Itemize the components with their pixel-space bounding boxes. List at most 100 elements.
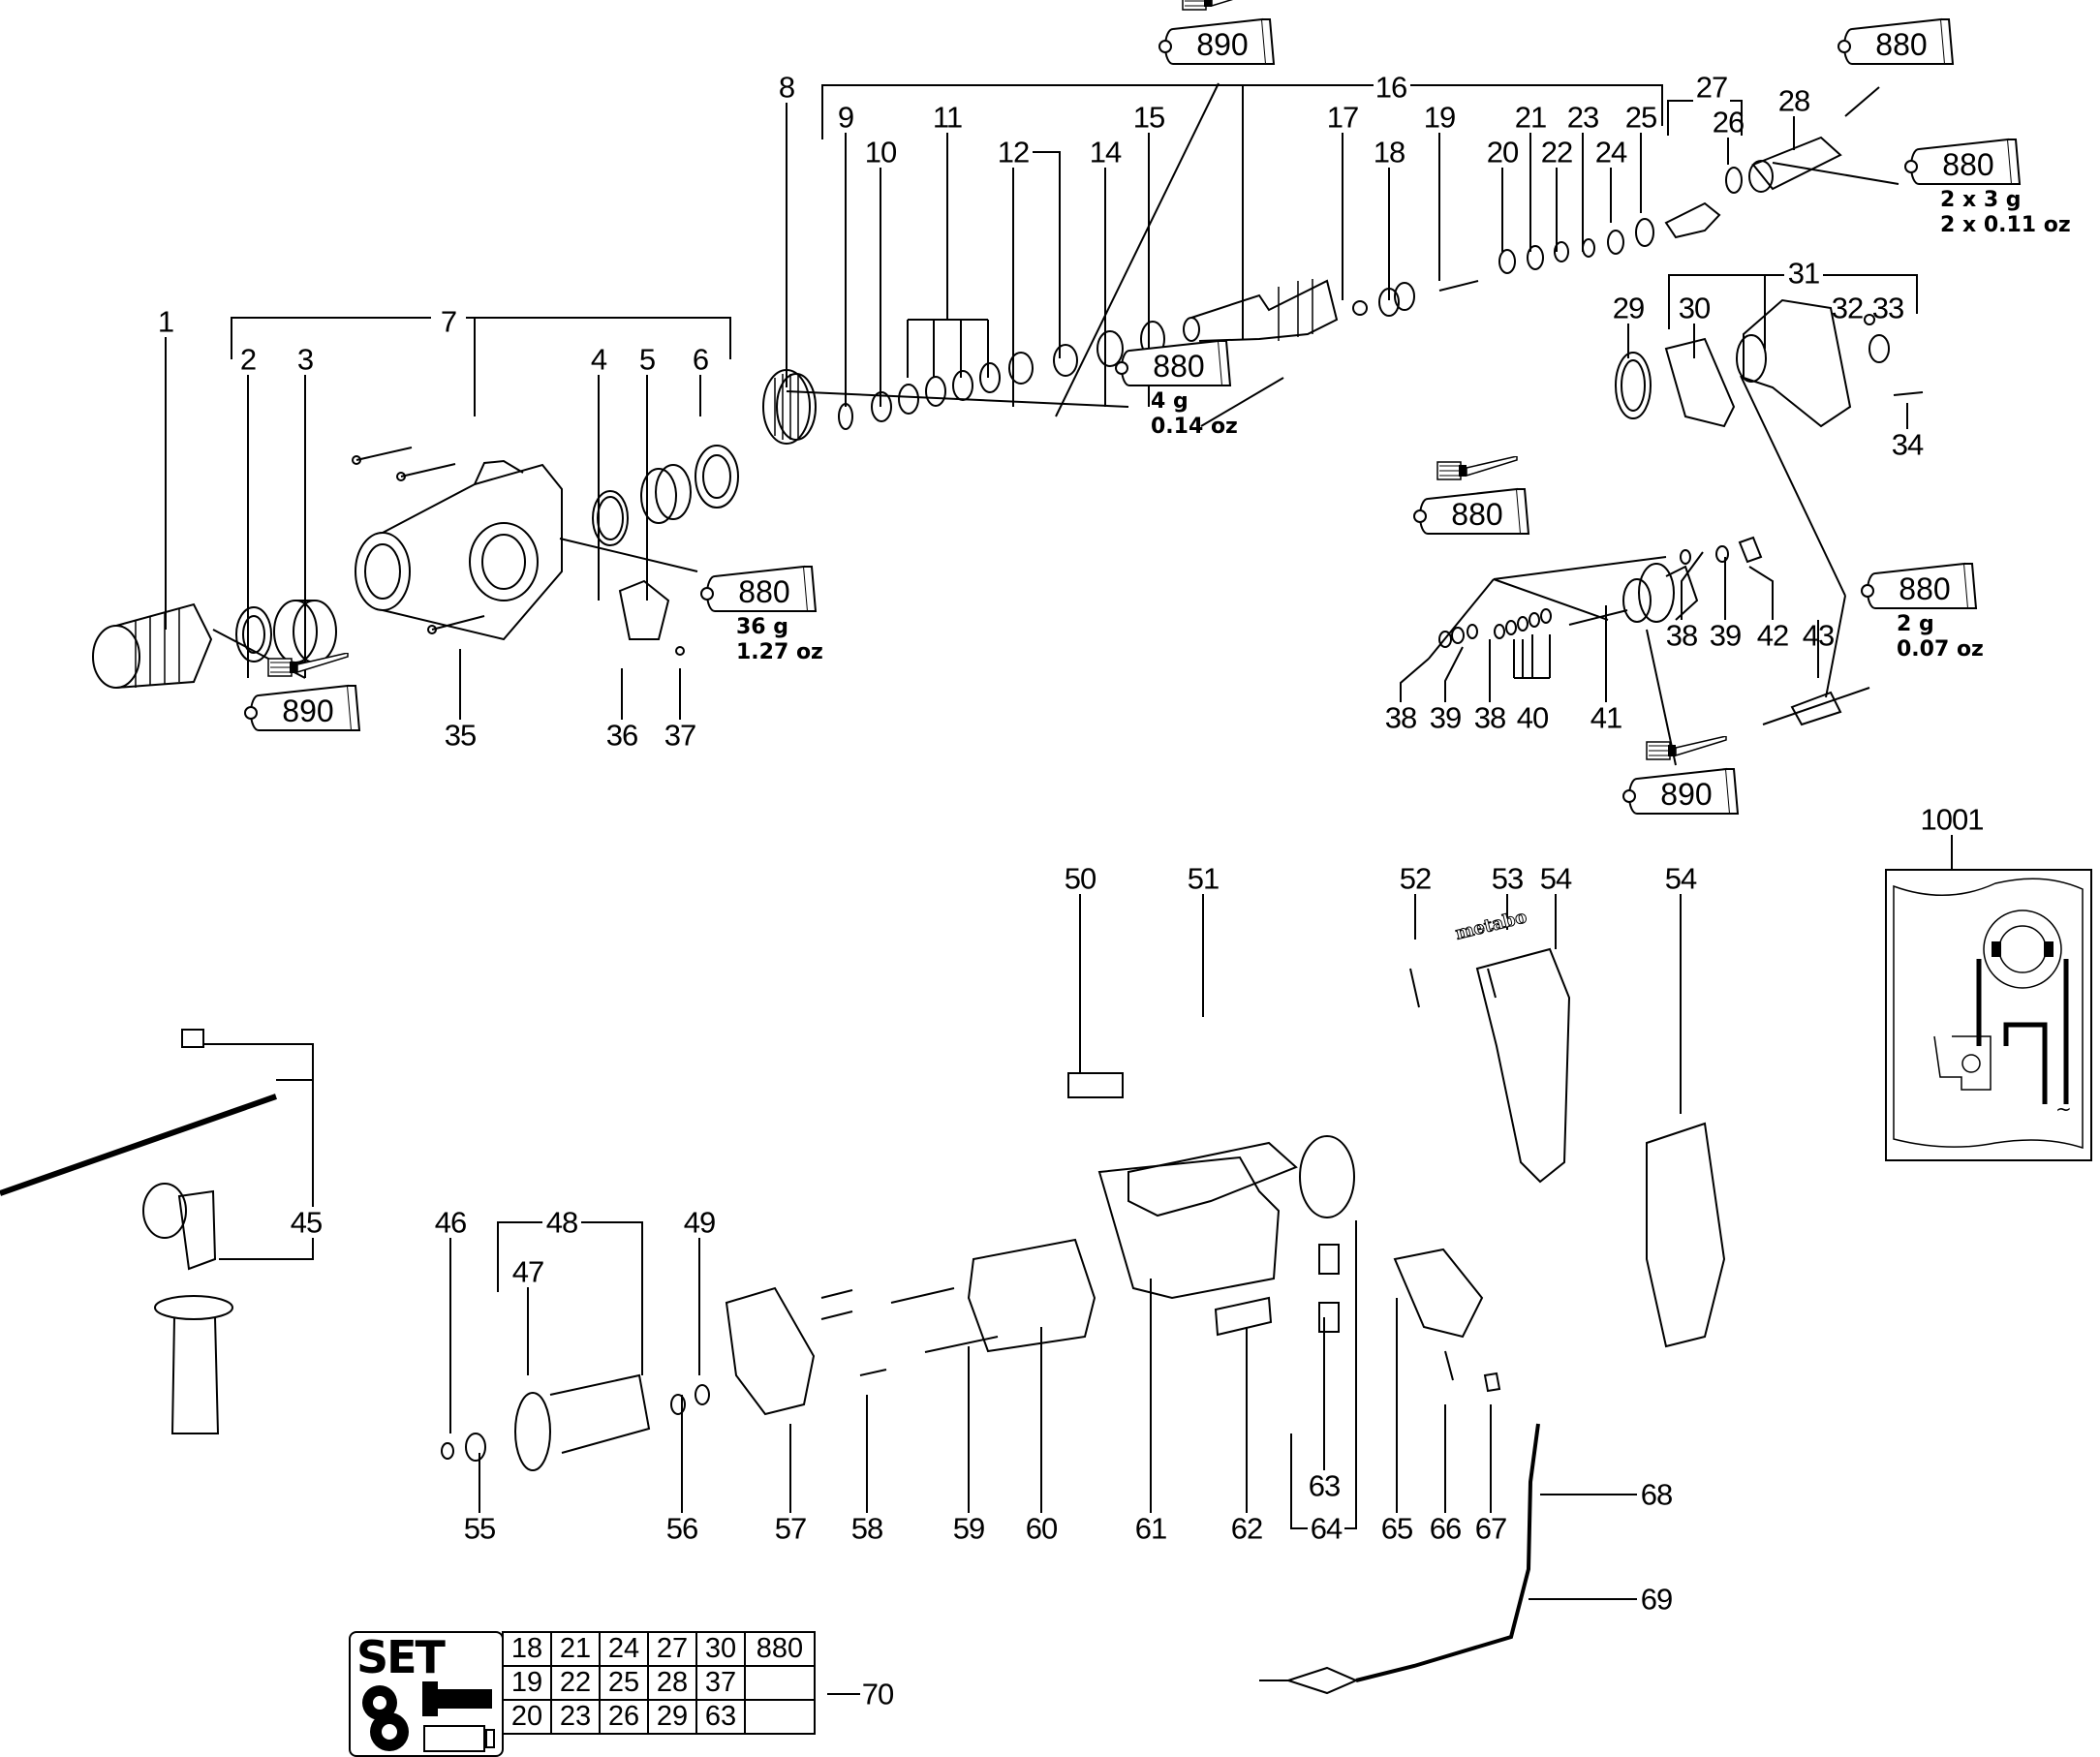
part-label-62: 62 <box>1230 1511 1263 1546</box>
set-kit-cell <box>744 1699 816 1735</box>
set-kit-cell: 25 <box>599 1665 649 1701</box>
part-label-37: 37 <box>664 718 696 753</box>
set-kit-cell: 63 <box>695 1699 746 1735</box>
part-label-42: 42 <box>1756 618 1789 653</box>
grease-tube-890 <box>244 653 361 731</box>
grease-code: 880 <box>1942 147 1994 182</box>
grease-tube-890 <box>1622 736 1740 815</box>
part-label-31: 31 <box>1787 256 1820 291</box>
part-label-20: 20 <box>1486 135 1519 170</box>
part-label-69: 69 <box>1640 1582 1673 1617</box>
part-label-23: 23 <box>1566 100 1599 135</box>
part-washers-9-15 <box>838 321 1165 430</box>
part-screw-66-67 <box>1444 1350 1501 1393</box>
part-label-54: 54 <box>1539 861 1572 896</box>
part-label-67: 67 <box>1474 1511 1507 1546</box>
grease-code: 890 <box>1196 27 1249 62</box>
grease-code: 880 <box>1875 27 1928 62</box>
part-label-2: 2 <box>239 342 257 377</box>
ac-symbol: ~ <box>2055 1097 2072 1121</box>
part-label-29: 29 <box>1612 291 1645 325</box>
grease-quantity-grams: 4 g <box>1151 389 1189 414</box>
part-label-40: 40 <box>1516 700 1549 735</box>
part-small-17-28 <box>1352 136 1842 317</box>
part-nut-5 <box>640 464 692 524</box>
part-label-24: 24 <box>1594 135 1627 170</box>
part-fan-guard-57 <box>725 1286 816 1416</box>
tube-icon <box>1861 562 1978 609</box>
part-label-61: 61 <box>1134 1511 1167 1546</box>
grease-quantity-ounces: 0.14 oz <box>1151 415 1238 439</box>
set-kit-cell <box>744 1665 816 1701</box>
part-label-56: 56 <box>665 1511 698 1546</box>
part-label-41: 41 <box>1590 700 1622 735</box>
part-label-1001: 1001 <box>1920 802 1985 837</box>
inset-1001-wiring <box>1885 869 2092 1161</box>
part-clutch-6 <box>695 445 739 509</box>
grease-quantity-ounces: 2 x 0.11 oz <box>1940 213 2071 237</box>
part-label-17: 17 <box>1326 100 1359 135</box>
part-pins-58-59 <box>820 1287 999 1376</box>
part-ring-2 <box>235 606 272 663</box>
set-kit-title: SET <box>356 1631 446 1683</box>
part-label-38: 38 <box>1665 618 1698 653</box>
grease-code: 880 <box>1153 349 1205 384</box>
part-handle-halves-54 <box>1409 947 1726 1348</box>
part-label-43: 43 <box>1802 618 1835 653</box>
set-kit-cell: 18 <box>502 1631 552 1667</box>
part-motor-housing-61 <box>1097 1156 1281 1300</box>
part-label-19: 19 <box>1423 100 1456 135</box>
tube-icon <box>1838 17 1955 65</box>
part-label-plates <box>1067 1072 1273 1337</box>
part-label-8: 8 <box>778 70 795 105</box>
grease-tube-880 <box>1413 456 1530 535</box>
set-kit-cell: 21 <box>550 1631 601 1667</box>
part-label-49: 49 <box>683 1205 716 1240</box>
set-kit-cell: 19 <box>502 1665 552 1701</box>
set-kit-cell: 28 <box>647 1665 697 1701</box>
part-label-9: 9 <box>837 100 854 135</box>
part-ball-37 <box>675 646 685 656</box>
brush-icon <box>267 653 349 677</box>
part-label-39: 39 <box>1429 700 1462 735</box>
part-label-60: 60 <box>1025 1511 1058 1546</box>
set-kit-cell: 23 <box>550 1699 601 1735</box>
part-label-59: 59 <box>952 1511 985 1546</box>
grease-tube-880 <box>1838 17 1955 65</box>
part-label-46: 46 <box>434 1205 467 1240</box>
part-label-15: 15 <box>1132 100 1165 135</box>
part-label-33: 33 <box>1871 291 1904 325</box>
part-label-58: 58 <box>850 1511 883 1546</box>
part-label-36: 36 <box>605 718 638 753</box>
grease-quantity-ounces: 0.07 oz <box>1897 637 1984 662</box>
part-rotor-41 <box>1438 536 1763 648</box>
grease-code: 890 <box>282 694 334 728</box>
brush-icon <box>1436 456 1518 480</box>
part-label-55: 55 <box>463 1511 496 1546</box>
tube-icon <box>1158 17 1276 65</box>
leader-lines <box>165 82 1953 1695</box>
part-armature-47 <box>441 1373 710 1471</box>
part-label-63: 63 <box>1308 1468 1341 1503</box>
tube-icon <box>700 565 818 612</box>
part-label-54: 54 <box>1664 861 1697 896</box>
part-label-5: 5 <box>638 342 656 377</box>
part-label-38: 38 <box>1384 700 1417 735</box>
grease-code: 880 <box>738 574 790 609</box>
part-label-51: 51 <box>1187 861 1220 896</box>
part-label-10: 10 <box>864 135 897 170</box>
part-aux-handle-45 <box>0 1029 277 1434</box>
part-label-57: 57 <box>774 1511 807 1546</box>
set-kit-cell: 37 <box>695 1665 746 1701</box>
part-cover-29-31 <box>1615 298 1924 428</box>
part-rod-43 <box>1762 687 1870 726</box>
part-label-64: 64 <box>1310 1511 1343 1546</box>
set-kit-cell: 880 <box>744 1631 816 1667</box>
grease-tube-880 <box>1904 138 2022 185</box>
set-kit-icons <box>362 1681 495 1752</box>
part-brush-holder-64 <box>1299 1135 1355 1333</box>
part-stator-60 <box>967 1238 1096 1353</box>
set-kit-cell: 27 <box>647 1631 697 1667</box>
